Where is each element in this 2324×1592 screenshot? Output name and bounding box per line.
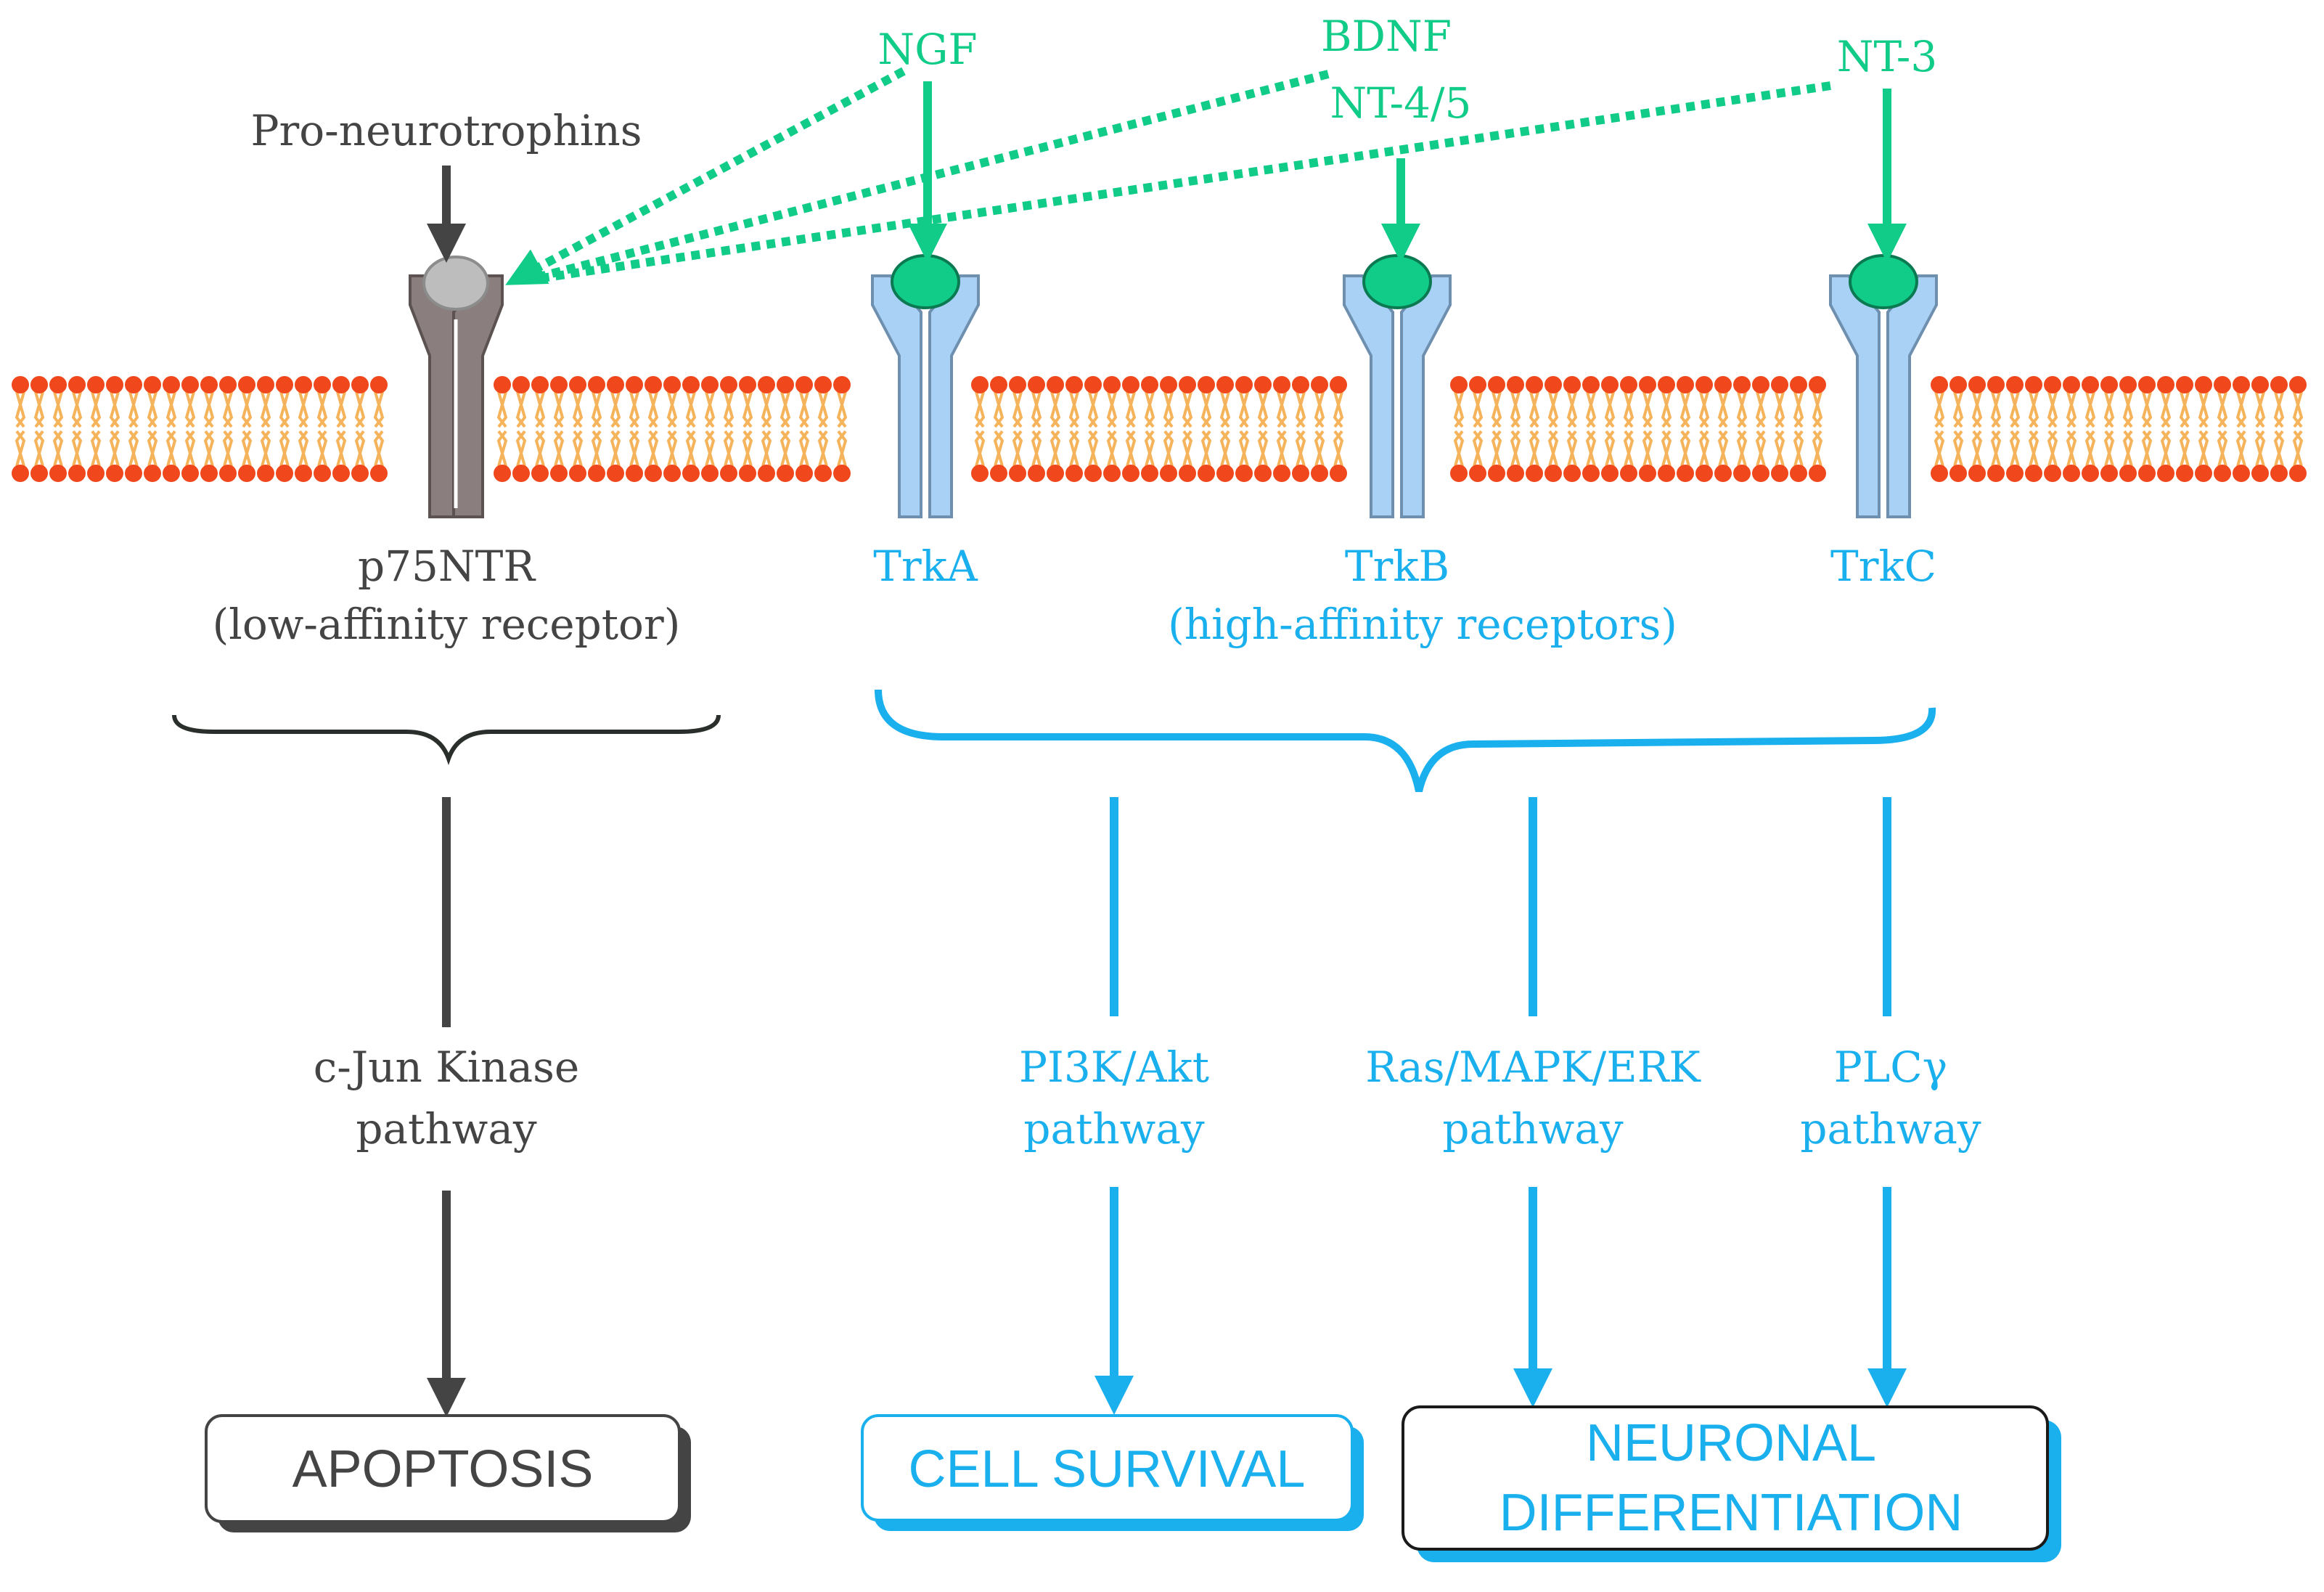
membrane-segment <box>971 376 1347 482</box>
cell-survival-label: CELL SURVIVAL <box>909 1440 1306 1498</box>
neuronal-differentiation-box: NEURONAL DIFFERENTIATION <box>1402 1405 2061 1562</box>
differentiation-label: DIFFERENTIATION <box>1499 1484 1963 1542</box>
jnk-pathway-label-2: pathway <box>356 1104 537 1154</box>
cell-survival-box: CELL SURVIVAL <box>861 1414 1364 1531</box>
trkc-label: TrkC <box>1830 542 1936 591</box>
trkb-receptor <box>1343 254 1452 518</box>
pi3k-pathway-label: PI3K/Akt <box>1019 1042 1209 1092</box>
cell-membrane <box>12 376 2307 482</box>
trk-brace <box>875 689 1936 793</box>
trkb-label: TrkB <box>1345 542 1449 591</box>
ngf-ligand <box>891 254 960 309</box>
p75ntr-receptor <box>409 256 504 518</box>
apoptosis-box: APOPTOSIS <box>205 1414 691 1532</box>
trka-receptor <box>871 254 980 518</box>
nt45-label: NT-4/5 <box>1330 78 1472 128</box>
p75ntr-description: (low-affinity receptor) <box>213 600 681 649</box>
trkc-receptor <box>1829 254 1938 518</box>
p75ntr-label: p75NTR <box>358 542 536 591</box>
pro-neurotrophins-label: Pro-neurotrophins <box>250 106 642 155</box>
pi3k-pathway-label-2: pathway <box>1023 1104 1205 1154</box>
apoptosis-label: APOPTOSIS <box>292 1440 594 1498</box>
jnk-pathway-label: c-Jun Kinase <box>314 1042 579 1092</box>
ras-pathway-label: Ras/MAPK/ERK <box>1365 1042 1701 1092</box>
plc-pathway-label: PLCγ <box>1834 1042 1948 1092</box>
membrane-segment <box>494 376 851 482</box>
trk-description: (high-affinity receptors) <box>1168 600 1677 649</box>
nt3-p75-dotted-arrow <box>536 81 1831 283</box>
bdnf-ligand <box>1362 254 1432 309</box>
membrane-segment <box>12 376 388 482</box>
plc-pathway-label-2: pathway <box>1800 1104 1981 1154</box>
nt3-ligand <box>1849 254 1918 309</box>
trka-label: TrkA <box>873 542 978 591</box>
p75-brace <box>172 714 721 766</box>
membrane-segment <box>1450 376 1826 482</box>
neuronal-label: NEURONAL <box>1586 1414 1876 1472</box>
ras-pathway-label-2: pathway <box>1442 1104 1624 1154</box>
ngf-p75-dotted-arrow <box>505 67 906 285</box>
membrane-segment <box>1931 376 2307 482</box>
nt3-label: NT-3 <box>1837 32 1937 81</box>
ngf-label: NGF <box>877 25 977 74</box>
bdnf-label: BDNF <box>1321 12 1452 61</box>
pro-neurotrophin-ligand <box>422 256 489 311</box>
